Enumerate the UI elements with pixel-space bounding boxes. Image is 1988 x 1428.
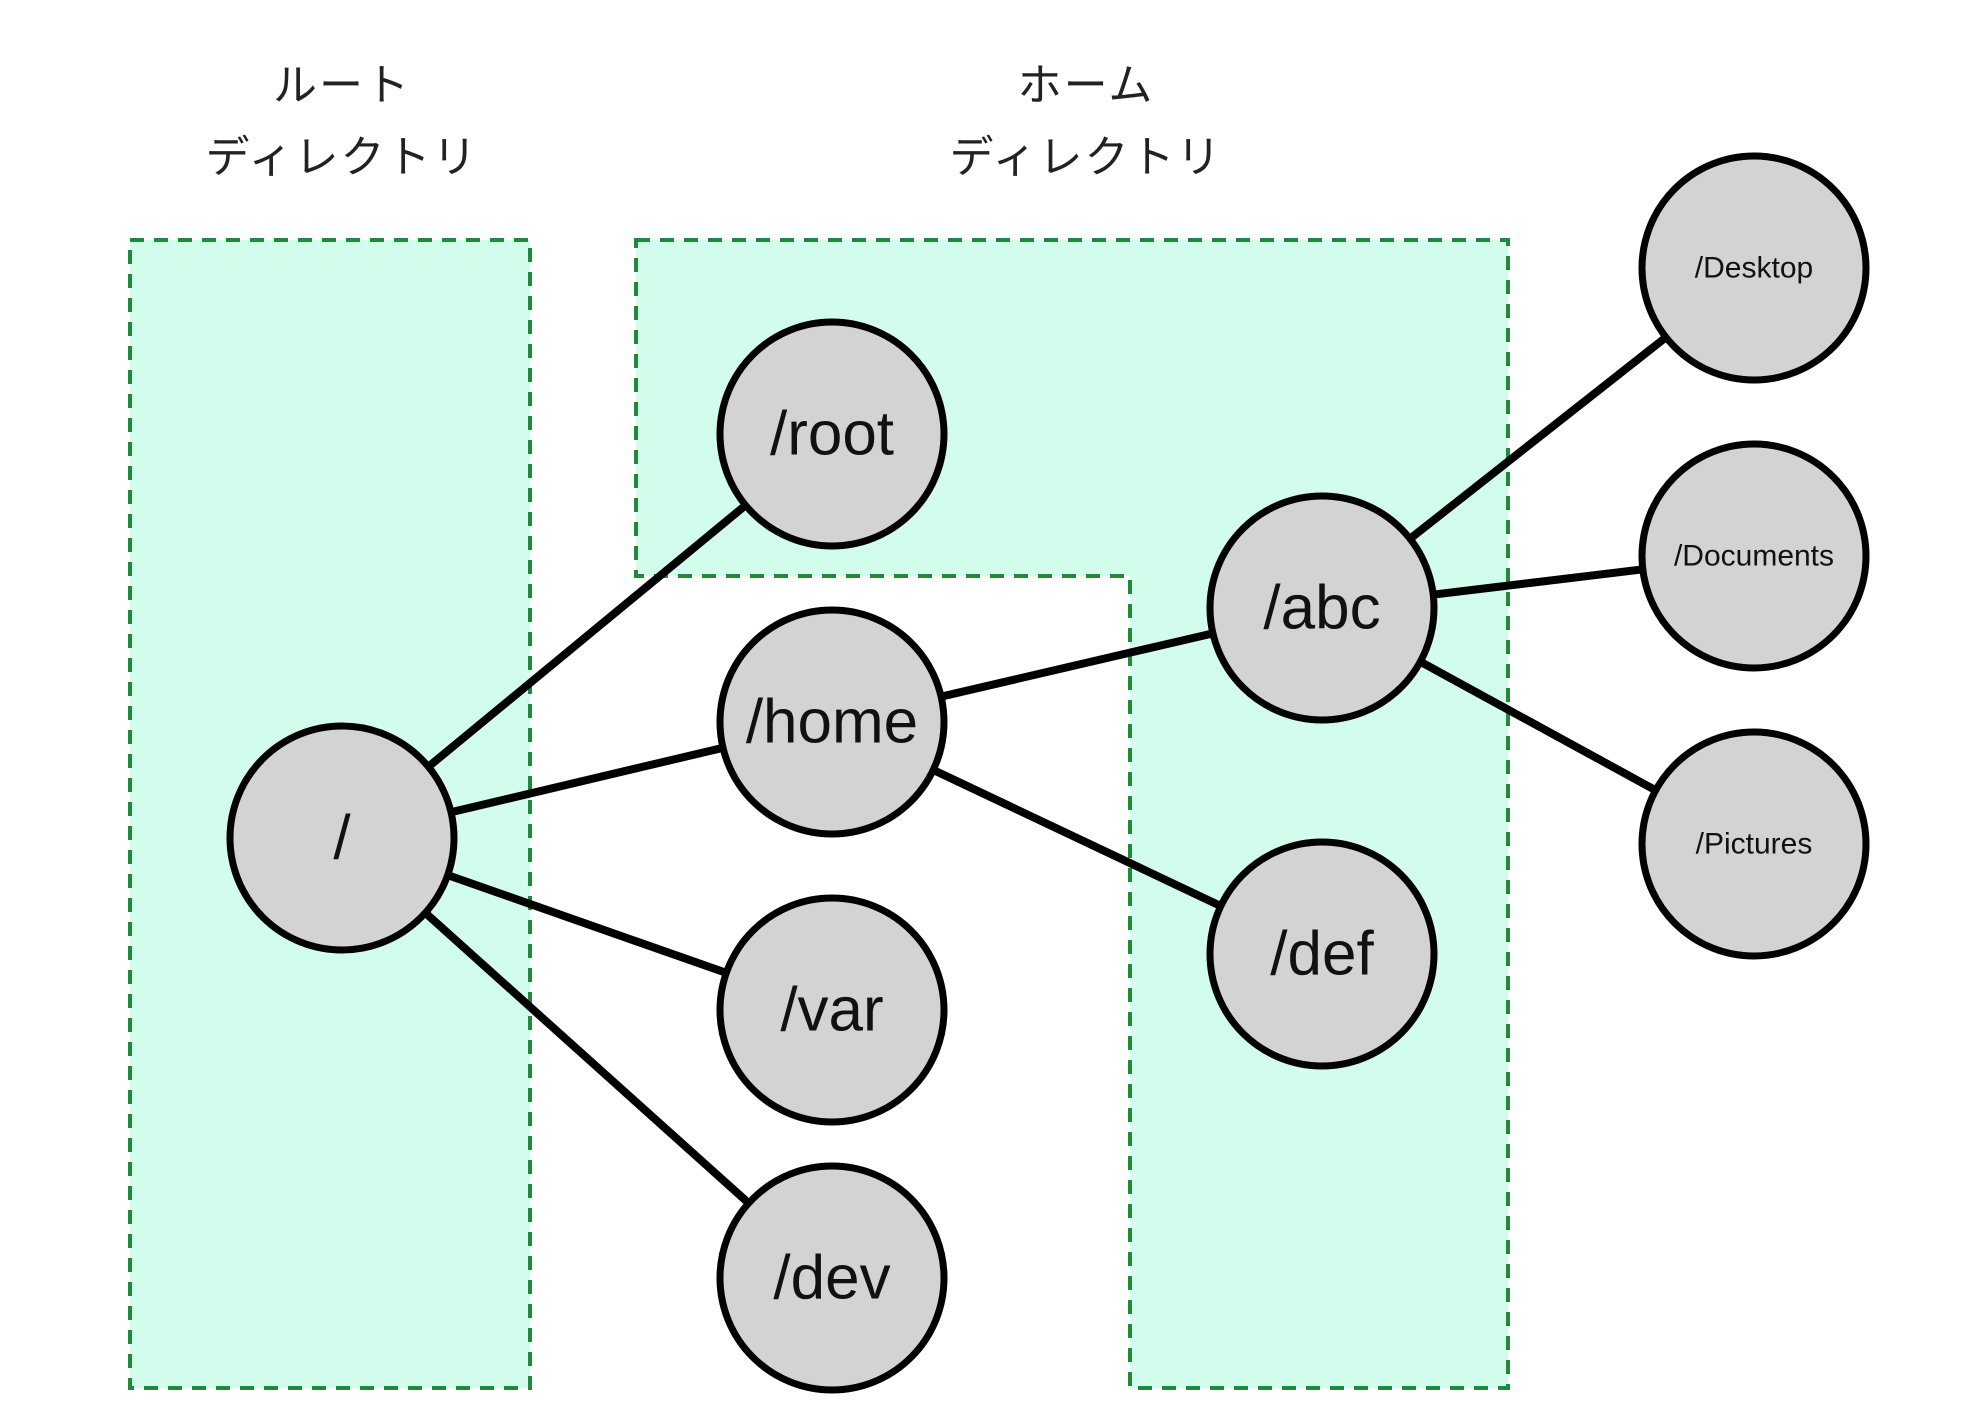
node-var-label: /var xyxy=(780,976,883,1045)
node-root-circle xyxy=(716,318,948,550)
root-directory-region-border xyxy=(128,238,532,1390)
node-dev-label: /dev xyxy=(773,1244,890,1313)
node-home-circle xyxy=(716,606,948,838)
home-directory-region-border xyxy=(634,238,1510,1390)
node-abc-label: /abc xyxy=(1263,574,1380,643)
node-home-label: /home xyxy=(746,688,918,757)
node-documents: /Documents xyxy=(1638,440,1870,672)
node-abc-circle xyxy=(1206,492,1438,724)
nodes: / /root /home /var /dev /abc xyxy=(226,152,1870,1394)
root-directory-title-line1: ルート xyxy=(273,60,411,111)
node-root: /root xyxy=(716,318,948,550)
home-directory-title: ホーム ディレクトリ xyxy=(876,50,1296,194)
node-desktop-label: /Desktop xyxy=(1695,252,1813,285)
node-def-circle xyxy=(1206,838,1438,1070)
node-pictures-circle xyxy=(1638,728,1870,960)
node-slash-label: / xyxy=(333,804,351,873)
node-root-label: /root xyxy=(770,400,894,469)
region-borders xyxy=(128,238,1510,1390)
node-var: /var xyxy=(716,894,948,1126)
node-pictures-label: /Pictures xyxy=(1696,828,1813,861)
node-abc: /abc xyxy=(1206,492,1438,724)
node-desktop-circle xyxy=(1638,152,1870,384)
node-def: /def xyxy=(1206,838,1438,1070)
node-documents-label: /Documents xyxy=(1674,540,1834,573)
node-var-circle xyxy=(716,894,948,1126)
node-dev: /dev xyxy=(716,1162,948,1394)
node-slash-circle xyxy=(226,722,458,954)
node-dev-circle xyxy=(716,1162,948,1394)
home-directory-title-line2: ディレクトリ xyxy=(949,132,1223,183)
root-directory-title-line2: ディレクトリ xyxy=(205,132,479,183)
home-directory-title-line1: ホーム xyxy=(1017,60,1155,111)
node-slash: / xyxy=(226,722,458,954)
node-def-label: /def xyxy=(1270,920,1374,989)
root-directory-title: ルート ディレクトリ xyxy=(132,50,552,194)
node-home: /home xyxy=(716,606,948,838)
node-pictures: /Pictures xyxy=(1638,728,1870,960)
node-desktop: /Desktop xyxy=(1638,152,1870,384)
node-documents-circle xyxy=(1638,440,1870,672)
